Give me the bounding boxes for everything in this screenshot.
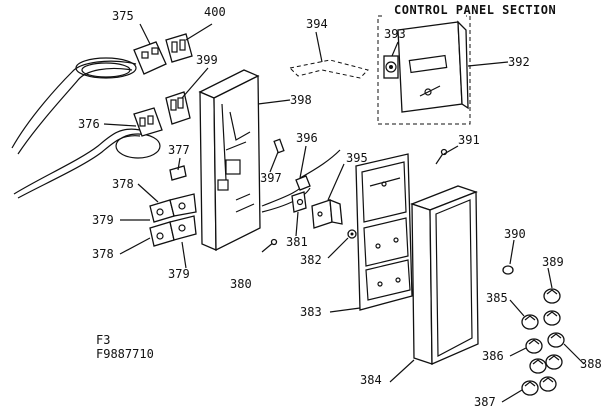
part-381-connector — [291, 191, 307, 213]
label-378-bottom: 378 — [92, 247, 114, 261]
label-392: 392 — [508, 55, 530, 69]
part-380-screw — [261, 238, 278, 253]
part-labels: 375 400 394 393 392 399 398 376 396 391 … — [78, 5, 602, 409]
label-395: 395 — [346, 151, 368, 165]
part-393-knob — [383, 55, 399, 79]
part-390-knob — [502, 265, 514, 275]
label-393: 393 — [384, 27, 406, 41]
label-386: 386 — [482, 349, 504, 363]
part-377-pin — [169, 165, 187, 181]
knob-387a — [521, 380, 539, 396]
figure-id: F3 F9887710 — [96, 333, 154, 361]
label-379-left: 379 — [92, 213, 114, 227]
label-384: 384 — [360, 373, 382, 387]
part-394-bracket — [288, 59, 369, 79]
knob-387b — [539, 376, 557, 392]
label-385: 385 — [486, 291, 508, 305]
part-395-bracket — [311, 199, 343, 229]
part-398-back-panel — [198, 69, 261, 252]
label-382: 382 — [300, 253, 322, 267]
label-389: 389 — [542, 255, 564, 269]
part-391-screw — [435, 148, 448, 165]
part-378-switch-top — [149, 193, 197, 223]
label-381: 381 — [286, 235, 308, 249]
knob-388a — [545, 354, 563, 370]
label-379-bottom: 379 — [168, 267, 190, 281]
label-378-top: 378 — [112, 177, 134, 191]
part-384-frame — [410, 185, 479, 365]
knob-386a — [525, 338, 543, 354]
label-387: 387 — [474, 395, 496, 409]
label-391: 391 — [458, 133, 480, 147]
part-375-thermostat — [11, 41, 167, 155]
part-382-nut — [347, 229, 357, 239]
label-397: 397 — [260, 171, 282, 185]
section-title: CONTROL PANEL SECTION — [394, 3, 556, 17]
label-380: 380 — [230, 277, 252, 291]
label-394: 394 — [306, 17, 328, 31]
knob-389a — [543, 288, 561, 304]
part-number: F9887710 — [96, 347, 154, 361]
label-398: 398 — [290, 93, 312, 107]
part-376-thermostat — [13, 107, 163, 199]
label-396: 396 — [296, 131, 318, 145]
knob-386b — [547, 332, 565, 348]
knob-group — [521, 288, 565, 396]
knob-389b — [543, 310, 561, 326]
label-383: 383 — [300, 305, 322, 319]
label-376: 376 — [78, 117, 100, 131]
part-378-switch-bottom — [149, 215, 197, 247]
knob-385 — [521, 314, 539, 330]
label-399: 399 — [196, 53, 218, 67]
part-400-switch — [165, 33, 193, 63]
figure-code: F3 — [96, 333, 110, 347]
part-399-switch — [165, 91, 191, 125]
leader-lines — [103, 23, 585, 403]
label-375: 375 — [112, 9, 134, 23]
part-383-overlay-panel — [355, 153, 413, 311]
label-388: 388 — [580, 357, 602, 371]
label-377: 377 — [168, 143, 190, 157]
control-panel-section: CONTROL PANEL SECTION — [377, 3, 556, 125]
label-400: 400 — [204, 5, 226, 19]
knob-388b — [529, 358, 547, 374]
label-390: 390 — [504, 227, 526, 241]
